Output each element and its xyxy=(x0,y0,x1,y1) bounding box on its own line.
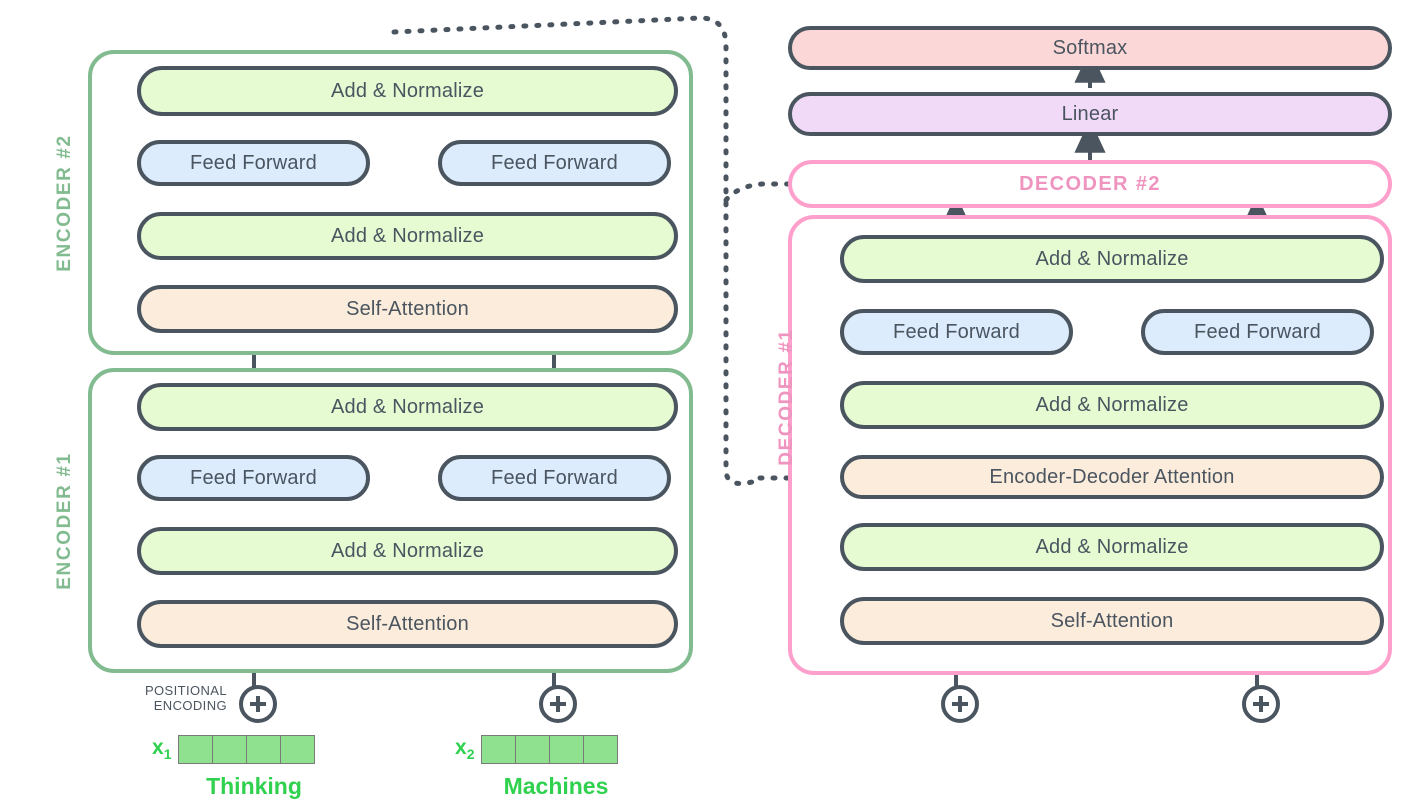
dec1-feed-forward-left[interactable]: Feed Forward xyxy=(840,309,1073,355)
enc2-add-normalize-top[interactable]: Add & Normalize xyxy=(137,66,678,116)
positional-encoding-plus-x2[interactable] xyxy=(539,685,577,723)
embedding-row-x1: x1 xyxy=(152,735,316,764)
softmax-node[interactable]: Softmax xyxy=(788,26,1392,70)
positional-encoding-line1: POSITIONAL xyxy=(144,683,227,698)
embedding-var-x2: x2 xyxy=(455,736,475,763)
enc1-self-attention[interactable]: Self-Attention xyxy=(137,600,678,648)
dec1-feed-forward-right[interactable]: Feed Forward xyxy=(1141,309,1374,355)
embedding-var-x1: x1 xyxy=(152,736,172,763)
dec1-self-attention[interactable]: Self-Attention xyxy=(840,597,1384,645)
encoder-2-label: ENCODER #2 xyxy=(54,134,75,272)
decoder-positional-encoding-plus-1[interactable] xyxy=(941,685,979,723)
enc2-feed-forward-right[interactable]: Feed Forward xyxy=(438,140,671,186)
positional-encoding-plus-x1[interactable] xyxy=(239,685,277,723)
enc1-feed-forward-right[interactable]: Feed Forward xyxy=(438,455,671,501)
dec1-add-normalize-mid[interactable]: Add & Normalize xyxy=(840,381,1384,429)
embedding-cell xyxy=(583,735,619,764)
embedding-row-x2: x2 xyxy=(455,735,619,764)
input-word-2: Machines xyxy=(503,773,609,799)
embedding-sub-1: 1 xyxy=(163,746,172,763)
enc2-feed-forward-left[interactable]: Feed Forward xyxy=(137,140,370,186)
positional-encoding-line2: ENCODING xyxy=(153,698,227,713)
decoder-2-frame[interactable]: DECODER #2 xyxy=(788,160,1392,208)
decoder-positional-encoding-plus-2[interactable] xyxy=(1242,685,1280,723)
embedding-sub-2: 2 xyxy=(466,746,475,763)
enc2-self-attention[interactable]: Self-Attention xyxy=(137,285,678,333)
dec1-add-normalize-top[interactable]: Add & Normalize xyxy=(840,235,1384,283)
enc1-add-normalize-top[interactable]: Add & Normalize xyxy=(137,383,678,431)
dec1-add-normalize-bottom[interactable]: Add & Normalize xyxy=(840,523,1384,571)
encoder-1-label: ENCODER #1 xyxy=(54,452,75,590)
embedding-cell xyxy=(515,735,551,764)
enc1-feed-forward-left[interactable]: Feed Forward xyxy=(137,455,370,501)
embedding-cell xyxy=(246,735,282,764)
embedding-cell xyxy=(481,735,517,764)
embedding-cell xyxy=(178,735,214,764)
enc2-add-normalize-bottom[interactable]: Add & Normalize xyxy=(137,212,678,260)
embedding-cell xyxy=(549,735,585,764)
input-word-1: Thinking xyxy=(206,773,302,799)
positional-encoding-label: POSITIONAL ENCODING xyxy=(135,683,227,713)
decoder-1-label: DECODER #1 xyxy=(776,328,797,466)
embedding-cells-x1 xyxy=(178,735,316,764)
embedding-cells-x2 xyxy=(481,735,619,764)
linear-node[interactable]: Linear xyxy=(788,92,1392,136)
embedding-cell xyxy=(212,735,248,764)
enc1-add-normalize-bottom[interactable]: Add & Normalize xyxy=(137,527,678,575)
dec1-encoder-decoder-attention[interactable]: Encoder-Decoder Attention xyxy=(840,455,1384,499)
embedding-cell xyxy=(280,735,316,764)
